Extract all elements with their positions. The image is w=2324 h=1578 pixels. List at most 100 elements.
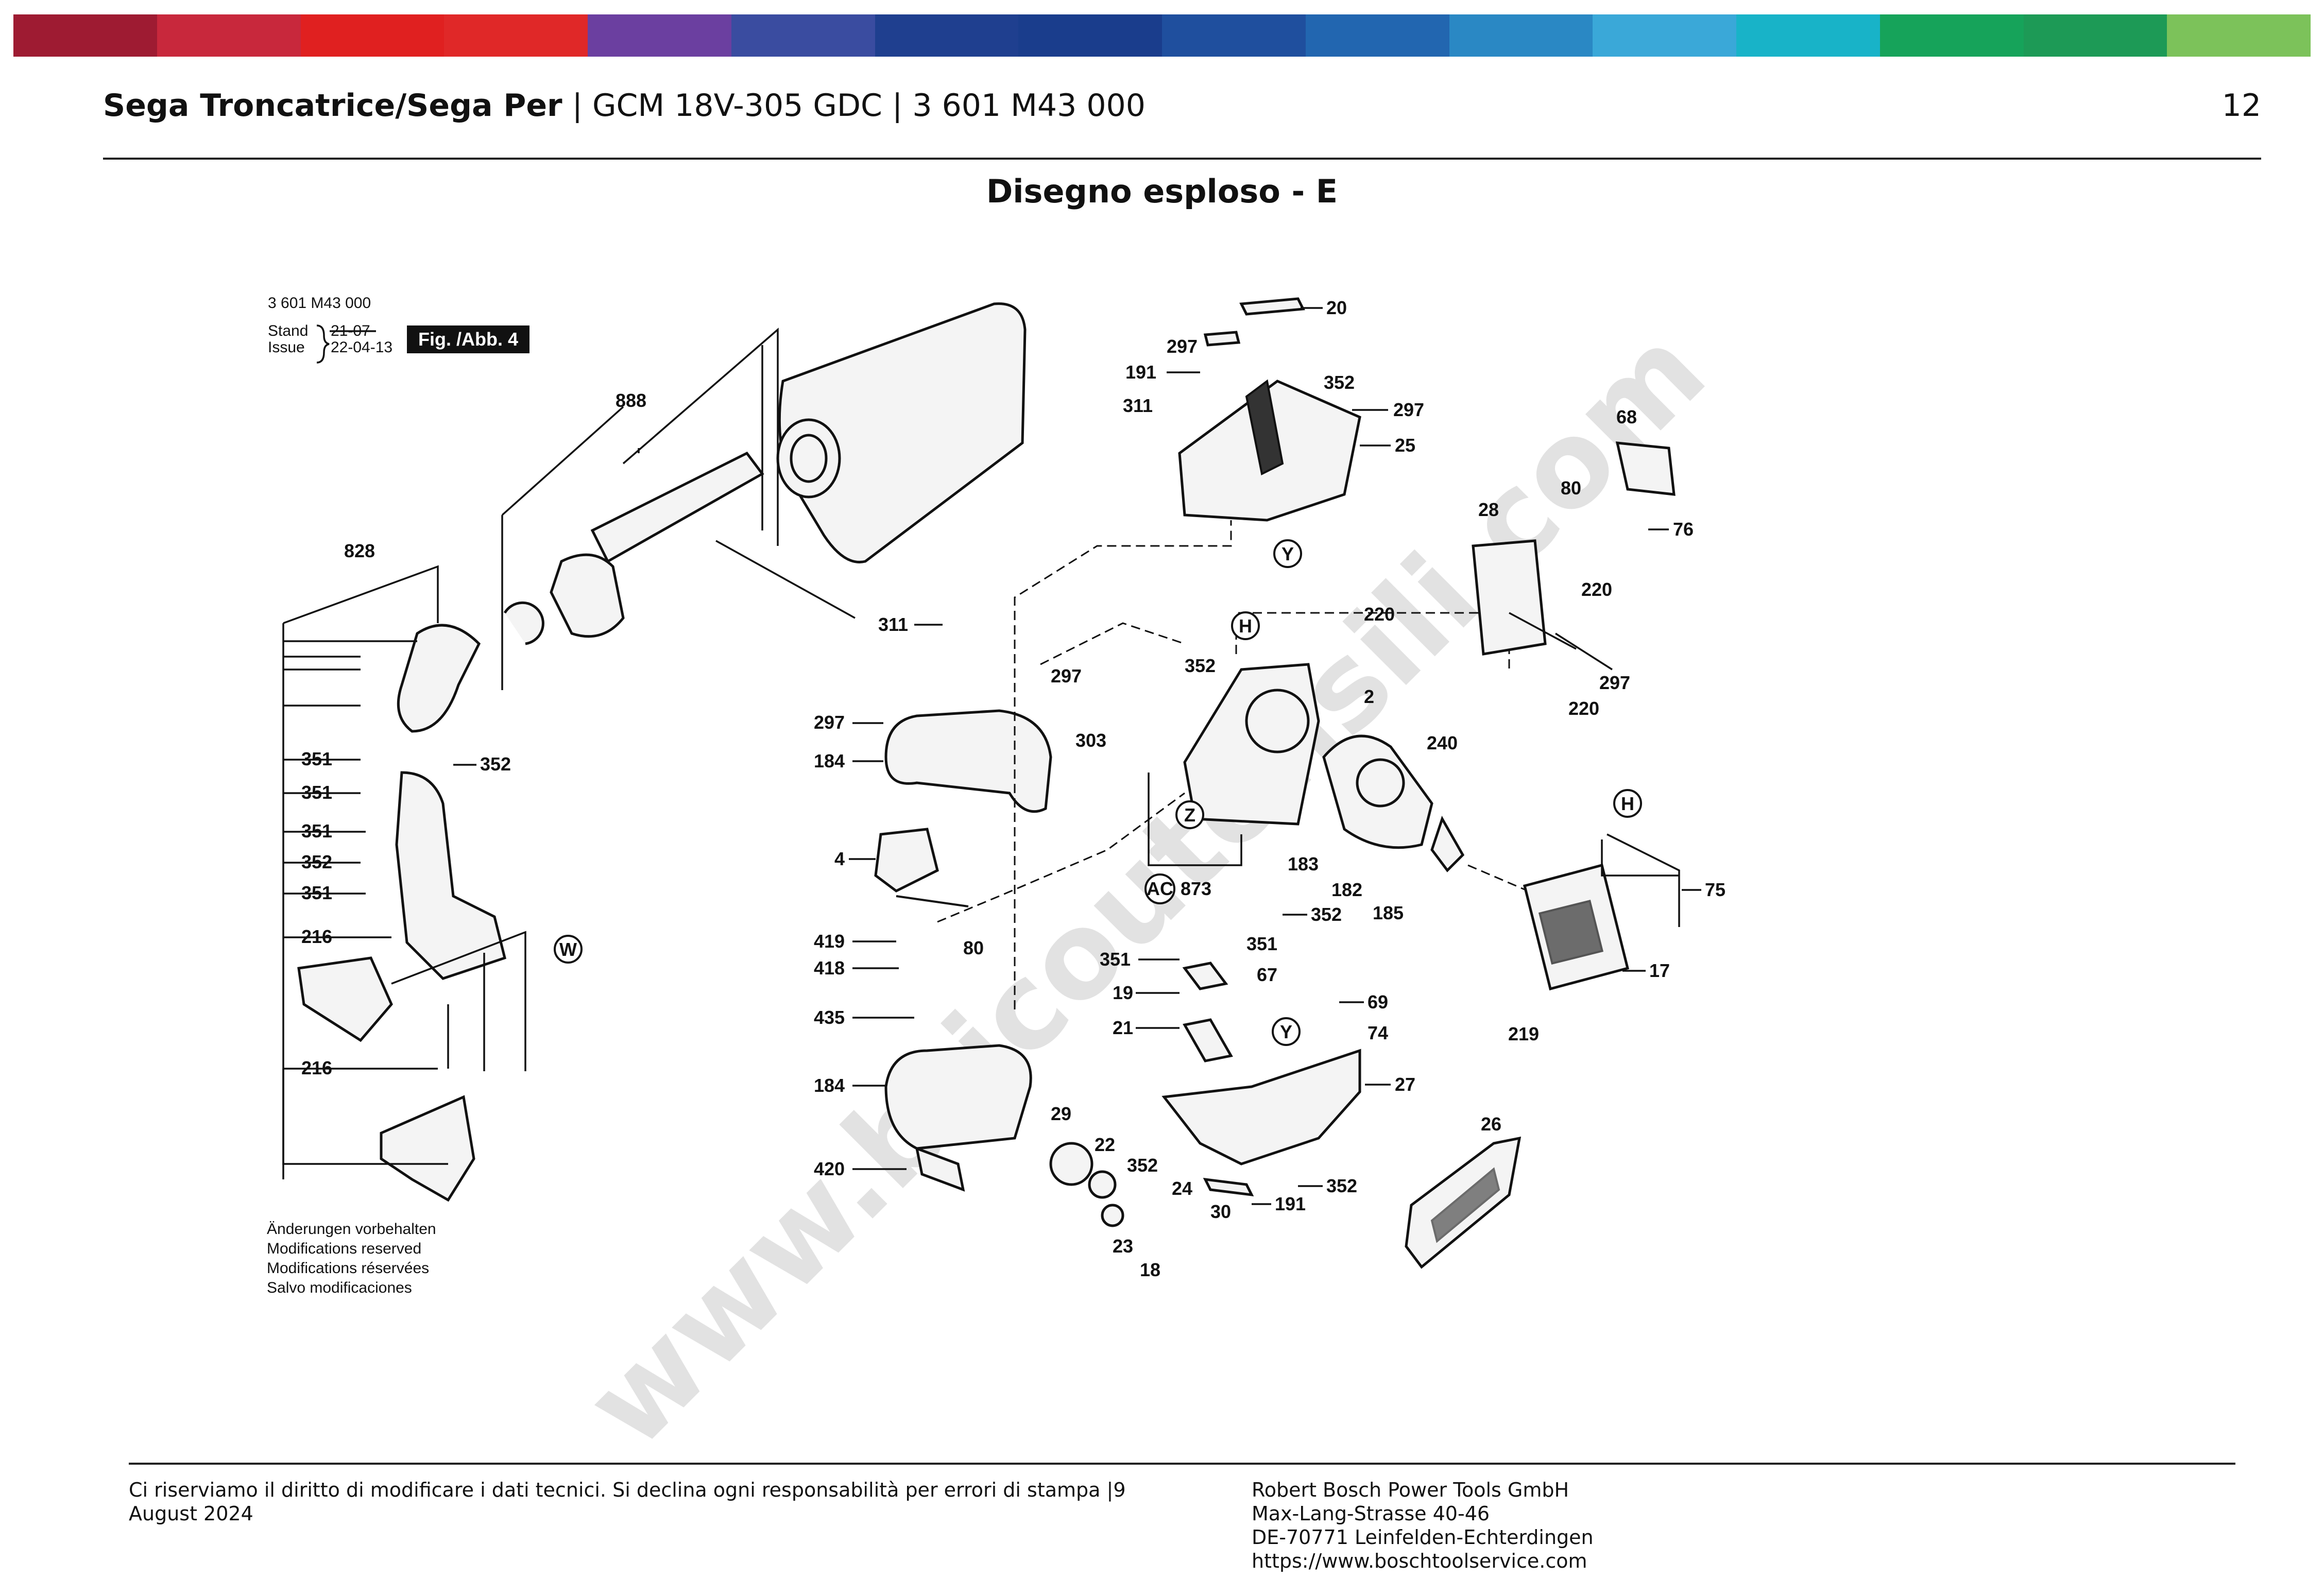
footer-divider [129, 1463, 2235, 1465]
callout-20: 20 [1326, 297, 1347, 318]
callout-418: 418 [814, 957, 845, 979]
callout-220: 220 [1364, 604, 1395, 625]
upper-cover-assembly [1178, 297, 1361, 522]
callout-220: 220 [1581, 579, 1612, 600]
callout-297: 297 [814, 712, 845, 733]
callout-182: 182 [1331, 879, 1362, 900]
color-segment [875, 14, 1019, 57]
note-fr: Modifications réservées [267, 1260, 429, 1277]
note-es: Salvo modificaciones [267, 1279, 412, 1296]
color-segment [1449, 14, 1593, 57]
color-segment [157, 14, 301, 57]
color-segment [588, 14, 731, 57]
callout-352: 352 [1185, 655, 1216, 676]
switch-bracket-assembly [1472, 441, 1676, 671]
callout-AC: AC [1147, 878, 1173, 899]
callout-191: 191 [1125, 362, 1156, 383]
callout-351: 351 [301, 782, 332, 803]
callout-311: 311 [1123, 395, 1153, 416]
leader-line [1148, 773, 1242, 866]
color-segment [1736, 14, 1880, 57]
callout-352: 352 [1127, 1155, 1158, 1176]
lower-housing-assembly [1161, 962, 1361, 1197]
ref-circle [1272, 1017, 1301, 1046]
company-url[interactable]: https://www.boschtoolservice.com [1252, 1550, 1587, 1572]
company-name: Robert Bosch Power Tools GmbH [1252, 1479, 1569, 1501]
company-street: Max-Lang-Strasse 40-46 [1252, 1502, 1490, 1525]
leader-lines [391, 931, 526, 1071]
color-segment [300, 14, 445, 57]
callout-2: 2 [1364, 686, 1374, 707]
callout-297: 297 [1051, 665, 1082, 687]
callout-4: 4 [834, 848, 845, 869]
dust-chute-assembly [297, 771, 506, 1202]
callout-184: 184 [814, 1075, 845, 1096]
callout-W: W [559, 939, 577, 960]
callout-68: 68 [1616, 406, 1637, 427]
callout-352: 352 [1324, 372, 1355, 393]
callout-75: 75 [1705, 879, 1725, 900]
color-segment [444, 14, 588, 57]
callout-191: 191 [1275, 1193, 1306, 1214]
callout-21: 21 [1113, 1017, 1133, 1038]
doc-number: 3 601 M43 000 [268, 295, 371, 312]
callout-352: 352 [1311, 904, 1342, 925]
callout-28: 28 [1478, 499, 1499, 520]
callout-873: 873 [1181, 878, 1211, 899]
product-name: Sega Troncatrice/Sega Per [103, 88, 562, 124]
callout-352: 352 [1326, 1175, 1357, 1196]
callout-24: 24 [1172, 1178, 1192, 1199]
color-segment [13, 14, 157, 57]
header-divider [103, 158, 2261, 160]
company-city: DE-70771 Leinfelden-Echterdingen [1252, 1526, 1594, 1549]
dashed-guide [1040, 622, 1185, 665]
color-segment [1018, 14, 1162, 57]
callout-352: 352 [480, 753, 511, 775]
callout-183: 183 [1288, 853, 1319, 874]
callout-352: 352 [301, 851, 332, 872]
callout-22: 22 [1095, 1134, 1115, 1155]
callout-435: 435 [814, 1007, 845, 1028]
header-title: Sega Troncatrice/Sega Per | GCM 18V-305 … [103, 88, 1146, 124]
callout-30: 30 [1210, 1201, 1231, 1222]
ref-circle [1175, 800, 1204, 829]
callout-69: 69 [1368, 991, 1388, 1013]
callout-219: 219 [1508, 1023, 1539, 1044]
callout-Z: Z [1184, 804, 1195, 826]
leader-lines [501, 328, 779, 690]
stand-label: Stand [268, 322, 308, 339]
page-title: Disegno esploso - E [986, 173, 1338, 210]
callout-297: 297 [1599, 672, 1630, 693]
callout-351: 351 [301, 748, 332, 769]
callout-H: H [1621, 793, 1634, 814]
ref-circle [1273, 539, 1302, 568]
callout-184: 184 [814, 750, 845, 771]
callout-240: 240 [1427, 732, 1458, 753]
base-frame-assembly [874, 709, 1124, 1227]
callout-29: 29 [1051, 1103, 1071, 1124]
header-separator: | [882, 88, 913, 124]
callout-Y: Y [1281, 543, 1294, 564]
callout-19: 19 [1113, 982, 1133, 1003]
dashed-guide [1014, 520, 1232, 1009]
issue-value: 22-04-13 [331, 339, 392, 356]
dust-bag-assembly [397, 302, 1027, 733]
motor-housing-assembly [1183, 663, 1465, 872]
callout-25: 25 [1395, 435, 1415, 456]
callout-351: 351 [1246, 933, 1277, 954]
color-segment [1879, 14, 2024, 57]
callout-351: 351 [301, 882, 332, 903]
leader-lines [282, 759, 438, 1179]
brand-color-bar [13, 14, 2311, 57]
callout-23: 23 [1113, 1236, 1133, 1257]
callout-74: 74 [1368, 1022, 1388, 1043]
dashed-guide [937, 792, 1185, 923]
callout-888: 888 [616, 390, 646, 411]
color-segment [1162, 14, 1306, 57]
figure-badge [407, 325, 529, 353]
ref-circle [1231, 611, 1260, 640]
brace [316, 324, 330, 364]
part-number: 3 601 M43 000 [912, 88, 1146, 124]
callout-18: 18 [1140, 1259, 1160, 1280]
page-header: Sega Troncatrice/Sega Per | GCM 18V-305 … [103, 82, 2261, 129]
